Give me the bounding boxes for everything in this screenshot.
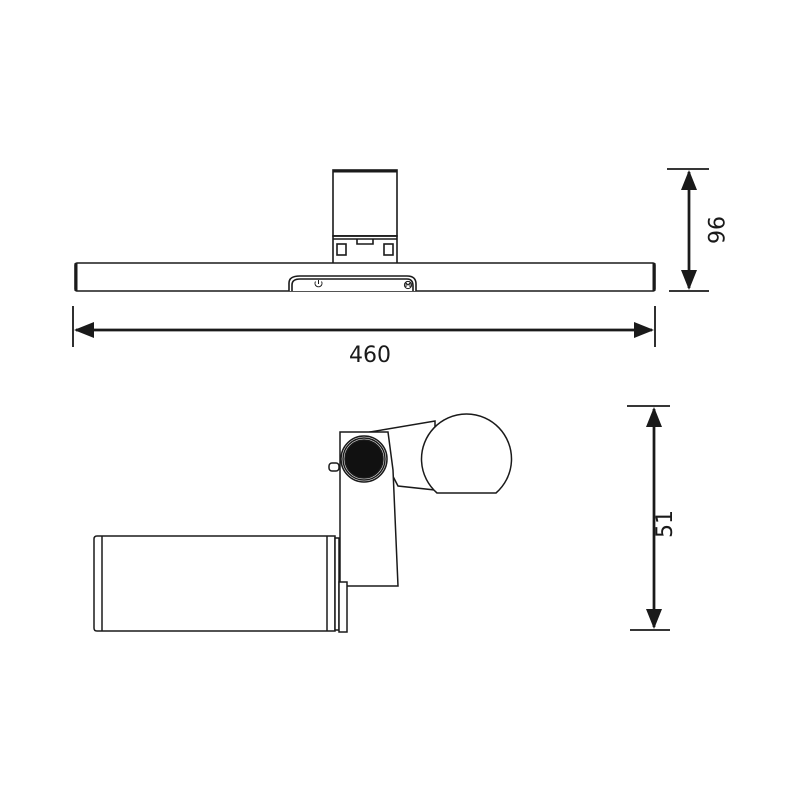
width-dimension-label: 460 — [349, 343, 391, 368]
height-dimension-side — [627, 405, 670, 631]
height-dimension-front-label: 96 — [702, 216, 727, 244]
rotary-knob-icon — [340, 435, 388, 483]
height-dimension-side-label: 51 — [653, 510, 678, 538]
mode-icon — [403, 280, 413, 290]
front-view — [74, 169, 656, 292]
side-view — [93, 413, 513, 633]
height-dimension-front — [667, 168, 709, 292]
width-dimension — [72, 306, 656, 347]
light-bar-cylinder — [93, 535, 348, 633]
clamp — [332, 169, 398, 269]
control-panel — [288, 275, 417, 291]
power-icon — [314, 280, 323, 288]
counterweight — [420, 413, 513, 494]
